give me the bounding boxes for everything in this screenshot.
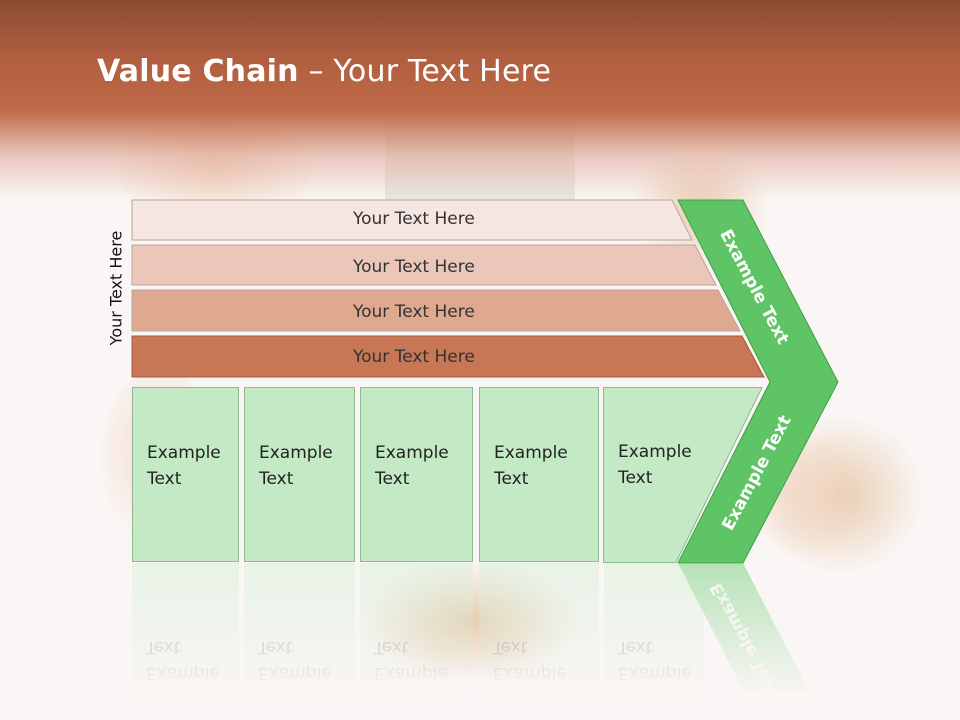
box-line-1: Example — [618, 442, 692, 462]
box-line-2: Text — [375, 469, 410, 489]
reflection-arrow — [678, 563, 815, 703]
row-label-4: Your Text Here — [353, 347, 475, 367]
header-band — [0, 0, 960, 200]
row-bar-2 — [131, 244, 717, 286]
box-line-2: Text — [494, 469, 529, 489]
row-label-1: Your Text Here — [353, 209, 475, 229]
row-bar-3 — [131, 289, 741, 332]
activity-box-5-shape — [603, 387, 763, 563]
row-bar-1 — [131, 199, 693, 241]
title-bold: Value Chain — [97, 54, 299, 89]
box-line-1: Example — [494, 443, 568, 463]
box-line-2: Text — [618, 468, 653, 488]
slide-title: Value Chain – Your Text Here — [97, 54, 551, 89]
box-line-1: Example — [147, 443, 221, 463]
box-line-2: Text — [259, 469, 294, 489]
title-rest: – Your Text Here — [298, 54, 552, 89]
box-line-2: Text — [147, 469, 182, 489]
box-line-1: Example — [375, 443, 449, 463]
box-line-1: Example — [259, 443, 333, 463]
row-label-3: Your Text Here — [353, 302, 475, 322]
row-bar-4 — [131, 335, 765, 378]
row-label-2: Your Text Here — [353, 257, 475, 277]
